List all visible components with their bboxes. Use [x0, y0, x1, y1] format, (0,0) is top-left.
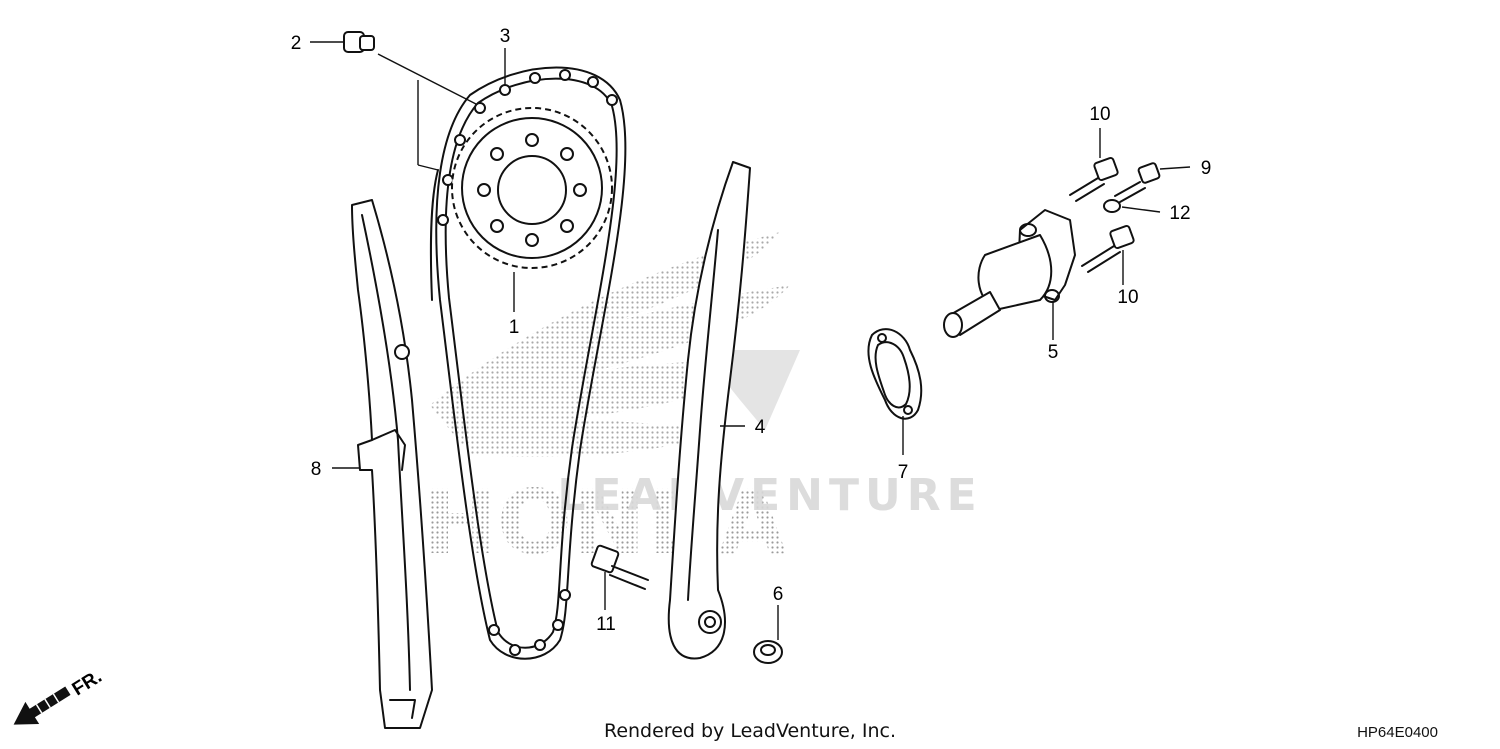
watermark-text: LEADVENTURE: [557, 470, 982, 521]
part-12-washer: [1103, 199, 1121, 213]
callout-10-upper: 10: [1089, 104, 1110, 125]
callout-5: 5: [1048, 342, 1059, 363]
part-10-bolt-upper: [1069, 156, 1119, 202]
chain-links: [437, 69, 618, 656]
part-4-tensioner-arm: [667, 161, 751, 660]
callout-8: 8: [311, 459, 322, 480]
part-11-pivot-bolt: [590, 544, 649, 590]
callout-1: 1: [509, 317, 520, 338]
front-arrow-icon: [13, 686, 71, 725]
callout-2: 2: [291, 33, 302, 54]
callout-7: 7: [898, 462, 909, 483]
callout-11: 11: [596, 614, 616, 635]
callout-10-lower: 10: [1117, 287, 1138, 308]
sprocket-bolt-holes: [477, 133, 587, 247]
callout-12: 12: [1169, 203, 1190, 224]
diagram-code: HP64E0400: [1357, 724, 1438, 741]
part-7-gasket: [867, 328, 923, 420]
callout-6: 6: [773, 584, 784, 605]
honda-wing-logo: [430, 232, 800, 457]
part-1-cam-sprocket: [451, 107, 613, 269]
callout-3: 3: [500, 26, 511, 47]
part-5-tensioner-lifter: [943, 209, 1076, 338]
part-9-bolt: [1114, 162, 1161, 203]
footer-credit: Rendered by LeadVenture, Inc.: [604, 720, 896, 742]
part-6-collar: [753, 640, 783, 664]
callout-9: 9: [1201, 158, 1212, 179]
part-10-bolt-lower: [1081, 224, 1135, 273]
part-8-chain-guide: [351, 199, 433, 729]
part-3-cam-chain: [429, 66, 627, 660]
part-2-plug: [343, 31, 375, 53]
front-direction-indicator: FR.: [13, 666, 106, 725]
front-label: FR.: [69, 666, 106, 700]
callouts: 1 2 3 4 5 6 7 8 9 10 10 11 12: [291, 26, 1212, 635]
callout-4: 4: [755, 417, 766, 438]
leader-lines: [310, 41, 1191, 640]
